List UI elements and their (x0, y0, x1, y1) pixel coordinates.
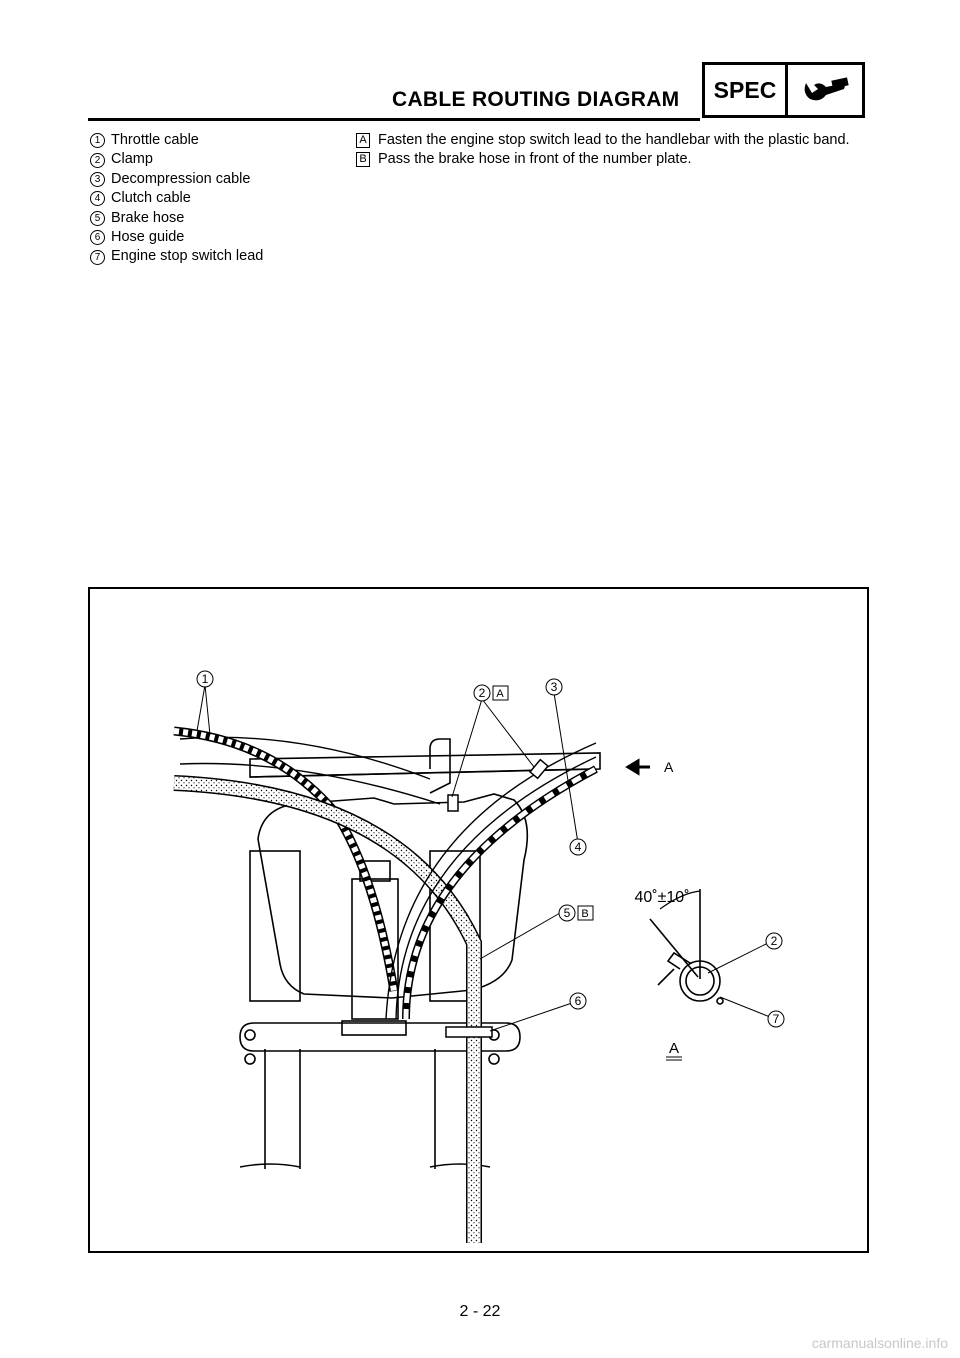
notes-list: A Fasten the engine stop switch lead to t… (356, 131, 876, 170)
callout-number: 6 (90, 230, 105, 246)
cable-routing-figure: 1 2 3 4 5 6 2 7 A B A 40˚±10˚ A (88, 587, 869, 1253)
callout-4: 4 (569, 838, 587, 856)
legend-label: Decompression cable (111, 170, 251, 187)
legend-label: Clutch cable (111, 190, 191, 207)
callout-number: 2 (90, 152, 105, 168)
view-arrow-label: A (664, 759, 674, 775)
header-rule (88, 118, 700, 121)
svg-text:2: 2 (771, 934, 778, 948)
legend-label: Hose guide (111, 229, 185, 246)
svg-text:4: 4 (575, 840, 582, 854)
svg-text:3: 3 (551, 680, 558, 694)
callout-number: 3 (90, 172, 105, 188)
page-number: 2 - 22 (459, 1303, 501, 1320)
spec-badge: SPEC (702, 62, 865, 118)
legend-label: Clamp (111, 151, 153, 168)
svg-text:7: 7 (773, 1012, 780, 1026)
note-text: Fasten the engine stop switch lead to th… (378, 132, 850, 148)
note-marker: B (356, 152, 370, 168)
detail-label: A (669, 1040, 679, 1057)
callout-3: 3 (545, 678, 563, 696)
legend-item: 7 Engine stop switch lead (90, 247, 263, 266)
callout-number: 4 (90, 191, 105, 207)
note-marker: A (356, 133, 370, 148)
svg-text:A: A (496, 688, 504, 700)
view-arrow-icon (625, 758, 650, 776)
legend-item: 5 Brake hose (90, 209, 263, 228)
legend-label: Throttle cable (111, 132, 199, 148)
detail-underline (666, 1056, 682, 1061)
callout-1: 1 (196, 670, 214, 688)
legend-item: 2 Clamp (90, 150, 263, 169)
wrench-icon (788, 65, 862, 115)
svg-text:1: 1 (202, 672, 209, 686)
routing-illustration: 1 2 3 4 5 6 2 7 A B A 40˚±10˚ A (173, 670, 785, 1243)
page-title: CABLE ROUTING DIAGRAM (392, 88, 680, 111)
callout-5: 5 (558, 904, 576, 922)
marker-a: A (492, 685, 509, 701)
marker-b: B (577, 905, 594, 921)
callout-number: 1 (90, 133, 105, 149)
legend-item: 6 Hose guide (90, 228, 263, 247)
svg-text:5: 5 (564, 906, 571, 920)
angle-label: 40˚±10˚ (634, 889, 689, 906)
footer-watermark: carmanualsonline.info (811, 1335, 948, 1351)
callout-2: 2 (473, 684, 491, 702)
callout-6: 6 (569, 992, 587, 1010)
legend-item: 3 Decompression cable (90, 170, 263, 189)
note-item: B Pass the brake hose in front of the num… (356, 150, 876, 169)
svg-text:B: B (581, 908, 588, 920)
detail-view-a (649, 889, 724, 1005)
parts-legend: 1 Throttle cable 2 Clamp 3 Decompression ca… (90, 131, 263, 267)
callout-number: 5 (90, 210, 105, 226)
page-header: CABLE ROUTING DIAGRAM SPEC (88, 62, 868, 121)
legend-label: Brake hose (111, 209, 185, 226)
spec-label: SPEC (705, 65, 788, 115)
callout-2-detail: 2 (765, 932, 783, 950)
note-item: A Fasten the engine stop switch lead to t… (356, 131, 876, 150)
legend-item: 1 Throttle cable (90, 131, 263, 150)
callout-7: 7 (767, 1010, 785, 1028)
svg-text:2: 2 (479, 686, 486, 700)
legend-item: 4 Clutch cable (90, 189, 263, 208)
svg-text:6: 6 (575, 994, 582, 1008)
note-text: Pass the brake hose in front of the numb… (378, 151, 692, 168)
callout-number: 7 (90, 249, 105, 265)
legend-label: Engine stop switch lead (111, 248, 264, 265)
